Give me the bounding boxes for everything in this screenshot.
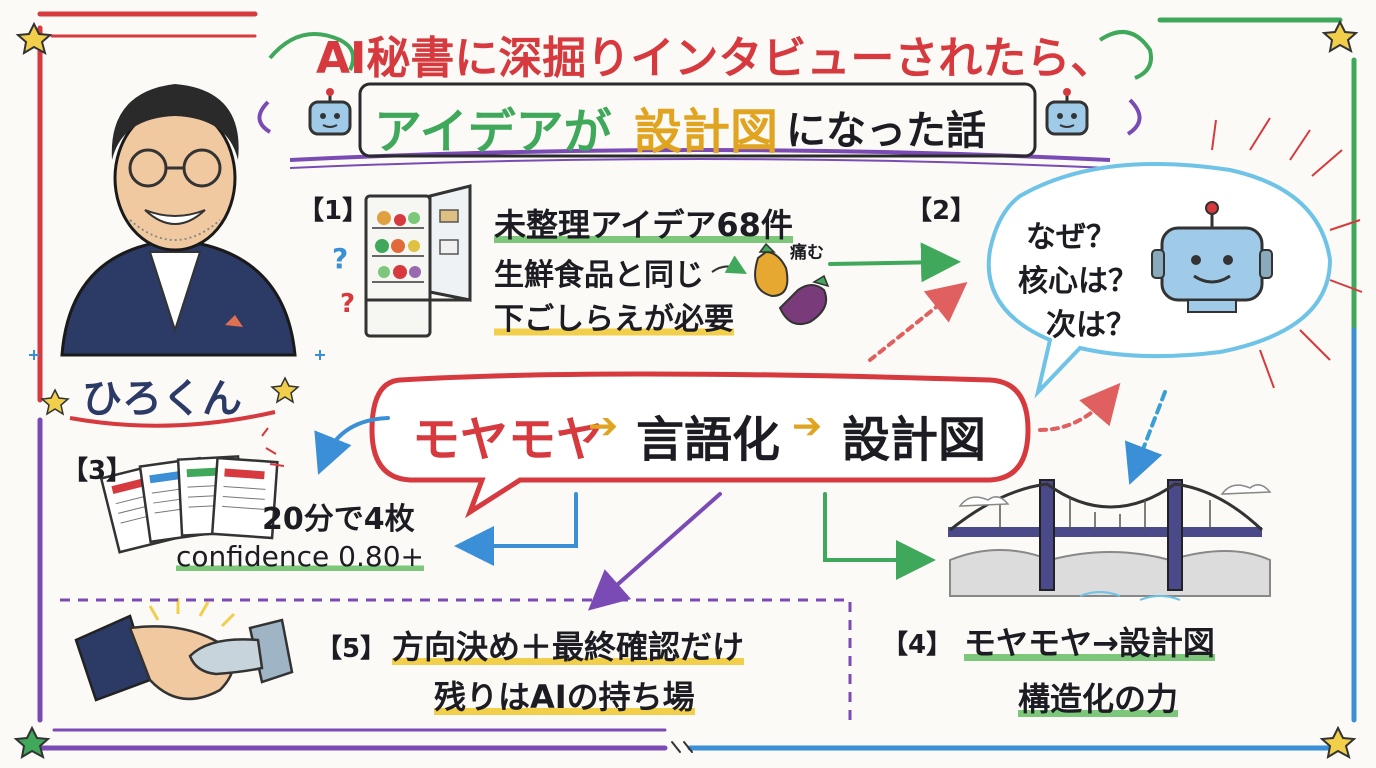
section1-label: 【1】 (298, 196, 369, 226)
title-banner (257, 30, 1153, 169)
person-name: ひろくん (82, 376, 242, 422)
section4-line2: 構造化の力 (1018, 674, 1179, 720)
section4-line1: モヤモヤ→設計図 (964, 618, 1215, 664)
handshake-illustration (74, 598, 294, 702)
section3-label: 【3】 (62, 456, 133, 486)
robot-icon-left (308, 88, 352, 136)
robot-icon-bubble (1151, 201, 1273, 313)
bridge-illustration (948, 479, 1272, 601)
section5-line1: 方向決め＋最終確認だけ (392, 622, 745, 668)
question-bubble (986, 117, 1363, 399)
eggplant-illustration (711, 242, 830, 326)
name-banner (40, 376, 300, 428)
title-line-2a: アイデアが (374, 104, 612, 160)
question-core: 核心は？ (1018, 264, 1138, 299)
center-part-1: モヤモヤ (412, 412, 605, 468)
section4-label: 【4】 (882, 630, 953, 660)
center-bubble (369, 371, 1031, 519)
refrigerator-illustration: ? ? (332, 184, 472, 338)
robot-icon-right (1045, 88, 1089, 136)
section1-note: 痛む (790, 243, 824, 263)
svg-text:?: ? (340, 289, 355, 319)
title-line-2b: 設計図 (634, 104, 779, 160)
section5-label: 【5】 (316, 634, 387, 664)
center-arrow-1: ➔ (588, 406, 619, 447)
title-line-2c: になった話 (786, 108, 986, 154)
section1-line3: 下ごしらえが必要 (494, 294, 734, 338)
section1-line2: 生鮮食品と同じ (494, 258, 704, 293)
center-part-3: 設計図 (842, 412, 987, 468)
section3-line1: 20分で4枚 (262, 502, 415, 537)
center-arrow-2: ➔ (792, 406, 823, 447)
frame-border (37, 11, 1357, 753)
question-why: なぜ？ (1026, 220, 1116, 255)
section3-line2: confidence 0.80+ (176, 540, 424, 573)
center-part-2: 言語化 (636, 412, 781, 468)
radiating-lines (1211, 117, 1363, 389)
sparkles (29, 350, 325, 360)
person-portrait (60, 84, 297, 357)
section5-line2: 残りはAIの持ち場 (434, 672, 695, 718)
question-next: 次は？ (1046, 308, 1136, 343)
section1-line1: 未整理アイデア68件 (494, 200, 793, 246)
section2-label: 【2】 (906, 196, 977, 226)
flow-arrows (314, 242, 1167, 611)
corner-stars (13, 19, 1359, 760)
svg-text:?: ? (332, 242, 348, 275)
section5-dashed-box (60, 598, 852, 720)
documents-illustration (99, 427, 285, 554)
title-line-1: AI秘書に深掘りインタビューされたら、 (316, 33, 1115, 84)
